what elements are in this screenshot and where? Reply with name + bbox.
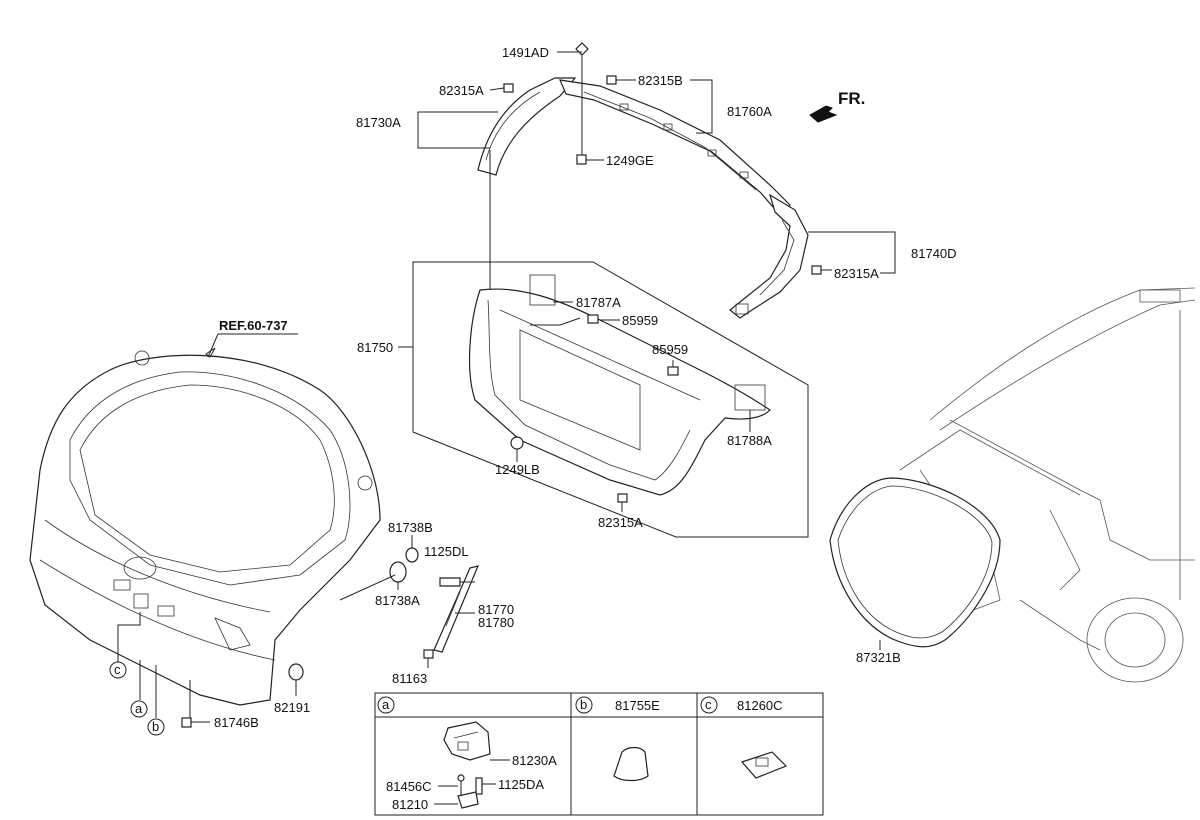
label-81746B: 81746B — [214, 715, 259, 730]
label-81760A: 81760A — [727, 104, 772, 119]
table-a-part-81210: 81210 — [392, 797, 428, 812]
label-82315A-right: 82315A — [834, 266, 879, 281]
label-87321B: 87321B — [856, 650, 901, 665]
tailgate-trim-panel — [412, 261, 809, 538]
label-85959-b: 85959 — [652, 342, 688, 357]
tailgate-body — [29, 350, 381, 706]
label-81730A: 81730A — [356, 115, 401, 130]
label-81780: 81780 — [478, 615, 514, 630]
label-82315A-bottom: 82315A — [598, 515, 643, 530]
upper-trim-assembly — [477, 77, 809, 319]
label-82315B: 82315B — [638, 73, 683, 88]
part-labels: 1491AD 82315A 82315B 81730A 81760A 1249G… — [214, 45, 957, 730]
callout-b: b — [152, 719, 159, 734]
table-b-letter: b — [580, 697, 587, 712]
label-81738A: 81738A — [375, 593, 420, 608]
callout-circles: c a b — [109, 661, 165, 736]
table-a-part-81456C: 81456C — [386, 779, 432, 794]
front-direction-arrow-icon — [809, 105, 838, 123]
small-parts — [181, 42, 822, 728]
label-81738B: 81738B — [388, 520, 433, 535]
leader-lines — [117, 51, 896, 723]
label-81788A: 81788A — [727, 433, 772, 448]
table-b-part: 81755E — [615, 698, 660, 713]
label-81750: 81750 — [357, 340, 393, 355]
label-81740D: 81740D — [911, 246, 957, 261]
table-c-letter: c — [705, 697, 712, 712]
detail-table: a 81230A 81456C 1125DA 81210 b 81755E c … — [374, 692, 824, 816]
label-81163: 81163 — [392, 671, 427, 686]
table-a-part-1125DA: 1125DA — [498, 777, 544, 792]
label-ref: REF.60-737 — [219, 318, 288, 333]
table-a-part-81230A: 81230A — [512, 753, 557, 768]
table-c-part: 81260C — [737, 698, 783, 713]
label-85959-a: 85959 — [622, 313, 658, 328]
label-1125DL: 1125DL — [424, 544, 469, 559]
label-1249LB: 1249LB — [495, 462, 540, 477]
label-82191: 82191 — [274, 700, 310, 715]
vehicle-body — [829, 287, 1196, 683]
label-81770: 81770 — [478, 602, 514, 617]
callout-c: c — [114, 662, 121, 677]
callout-a: a — [135, 701, 143, 716]
label-82315A-top: 82315A — [439, 83, 484, 98]
table-a-letter: a — [382, 697, 390, 712]
label-fr: FR. — [838, 89, 865, 108]
label-1491AD: 1491AD — [502, 45, 549, 60]
label-1249GE: 1249GE — [606, 153, 654, 168]
label-81787A: 81787A — [576, 295, 621, 310]
